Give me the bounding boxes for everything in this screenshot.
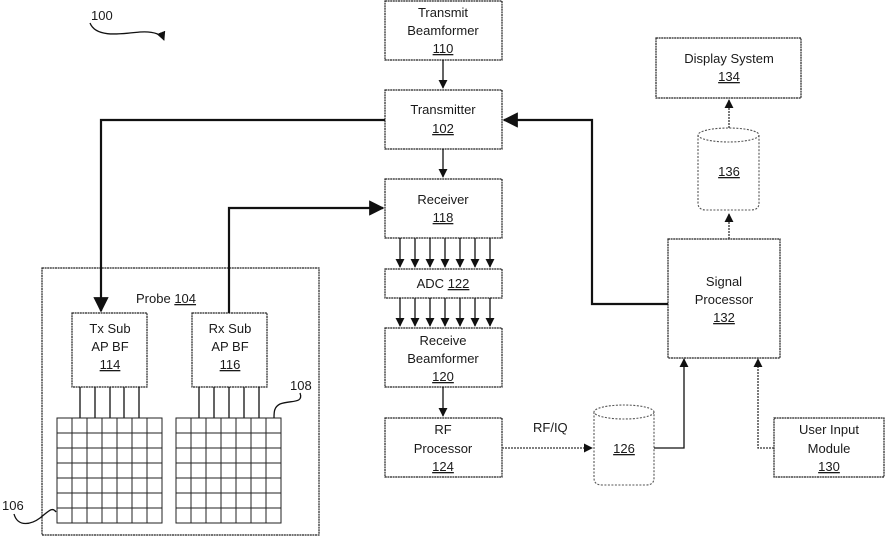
transmit-beamformer-ref: 110 bbox=[433, 41, 454, 56]
probe-container bbox=[42, 268, 319, 535]
receiver-block[interactable] bbox=[385, 179, 502, 238]
arrow-signal-processor-to-transmitter bbox=[504, 120, 668, 304]
rf-iq-label: RF/IQ bbox=[533, 420, 568, 435]
adc-label: ADC 122 bbox=[417, 276, 470, 291]
transmit-beamformer-label-2: Beamformer bbox=[407, 23, 479, 38]
display-system-ref: 134 bbox=[718, 69, 740, 84]
buffer-126-ref: 126 bbox=[613, 441, 635, 456]
receive-beamformer-label-2: Beamformer bbox=[407, 351, 479, 366]
rx-sub-label-2: AP BF bbox=[211, 339, 248, 354]
rx-array-ref-label: 108 bbox=[290, 378, 312, 393]
arrows-receiver-to-adc bbox=[400, 238, 490, 267]
transmitter-ref: 102 bbox=[432, 121, 454, 136]
figure-ref-label: 100 bbox=[91, 8, 113, 23]
receive-beamformer-label-1: Receive bbox=[420, 333, 467, 348]
receiver-label: Receiver bbox=[417, 192, 469, 207]
user-input-module-label-1: User Input bbox=[799, 422, 859, 437]
receive-beamformer-ref: 120 bbox=[432, 369, 454, 384]
rx-sub-ref: 116 bbox=[220, 357, 241, 372]
transmitter-label: Transmitter bbox=[410, 102, 476, 117]
arrow-user-input-to-signal-processor bbox=[758, 359, 774, 448]
signal-processor-label-2: Processor bbox=[695, 292, 754, 307]
display-system-block[interactable] bbox=[656, 38, 801, 98]
rx-sub-label-1: Rx Sub bbox=[209, 321, 252, 336]
rf-processor-label-1: RF bbox=[434, 422, 451, 437]
figure-ref-arrow bbox=[90, 23, 164, 40]
transmitter-block[interactable] bbox=[385, 90, 502, 149]
signal-processor-ref: 132 bbox=[713, 310, 735, 325]
arrow-buffer-to-signal-processor bbox=[654, 359, 684, 448]
signal-processor-label-1: Signal bbox=[706, 274, 742, 289]
probe-label: Probe 104 bbox=[136, 291, 196, 306]
rf-processor-label-2: Processor bbox=[414, 441, 473, 456]
tx-sub-label-2: AP BF bbox=[91, 339, 128, 354]
user-input-module-ref: 130 bbox=[818, 459, 840, 474]
arrows-adc-to-receive-beamformer bbox=[400, 298, 490, 326]
archive-136-ref: 136 bbox=[718, 164, 740, 179]
receiver-ref: 118 bbox=[433, 210, 454, 225]
user-input-module-label-2: Module bbox=[808, 441, 851, 456]
transmit-beamformer-label-1: Transmit bbox=[418, 5, 468, 20]
display-system-label: Display System bbox=[684, 51, 774, 66]
tx-sub-ref: 114 bbox=[100, 357, 121, 372]
rf-processor-ref: 124 bbox=[432, 459, 454, 474]
tx-sub-label-1: Tx Sub bbox=[89, 321, 130, 336]
tx-array-ref-label: 106 bbox=[2, 498, 24, 513]
